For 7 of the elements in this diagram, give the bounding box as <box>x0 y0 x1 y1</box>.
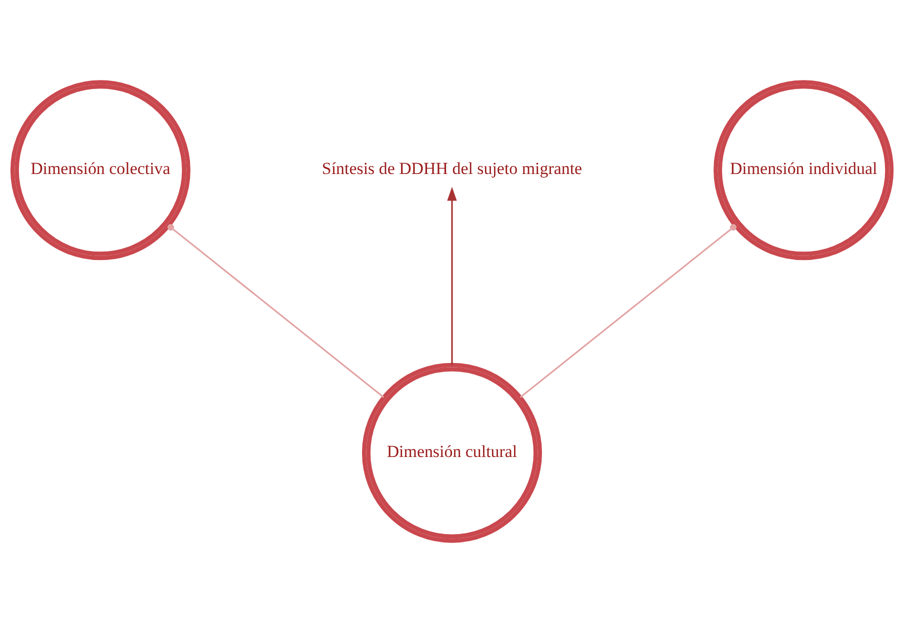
connector <box>167 223 384 398</box>
node-circle: Dimensión cultural <box>362 362 542 542</box>
arrow <box>447 186 457 364</box>
node-text: Síntesis de DDHH del sujeto migrante <box>322 158 582 178</box>
node-circle: Dimensión individual <box>714 80 894 260</box>
connector <box>520 223 737 398</box>
node-circle: Dimensión colectiva <box>10 80 190 260</box>
